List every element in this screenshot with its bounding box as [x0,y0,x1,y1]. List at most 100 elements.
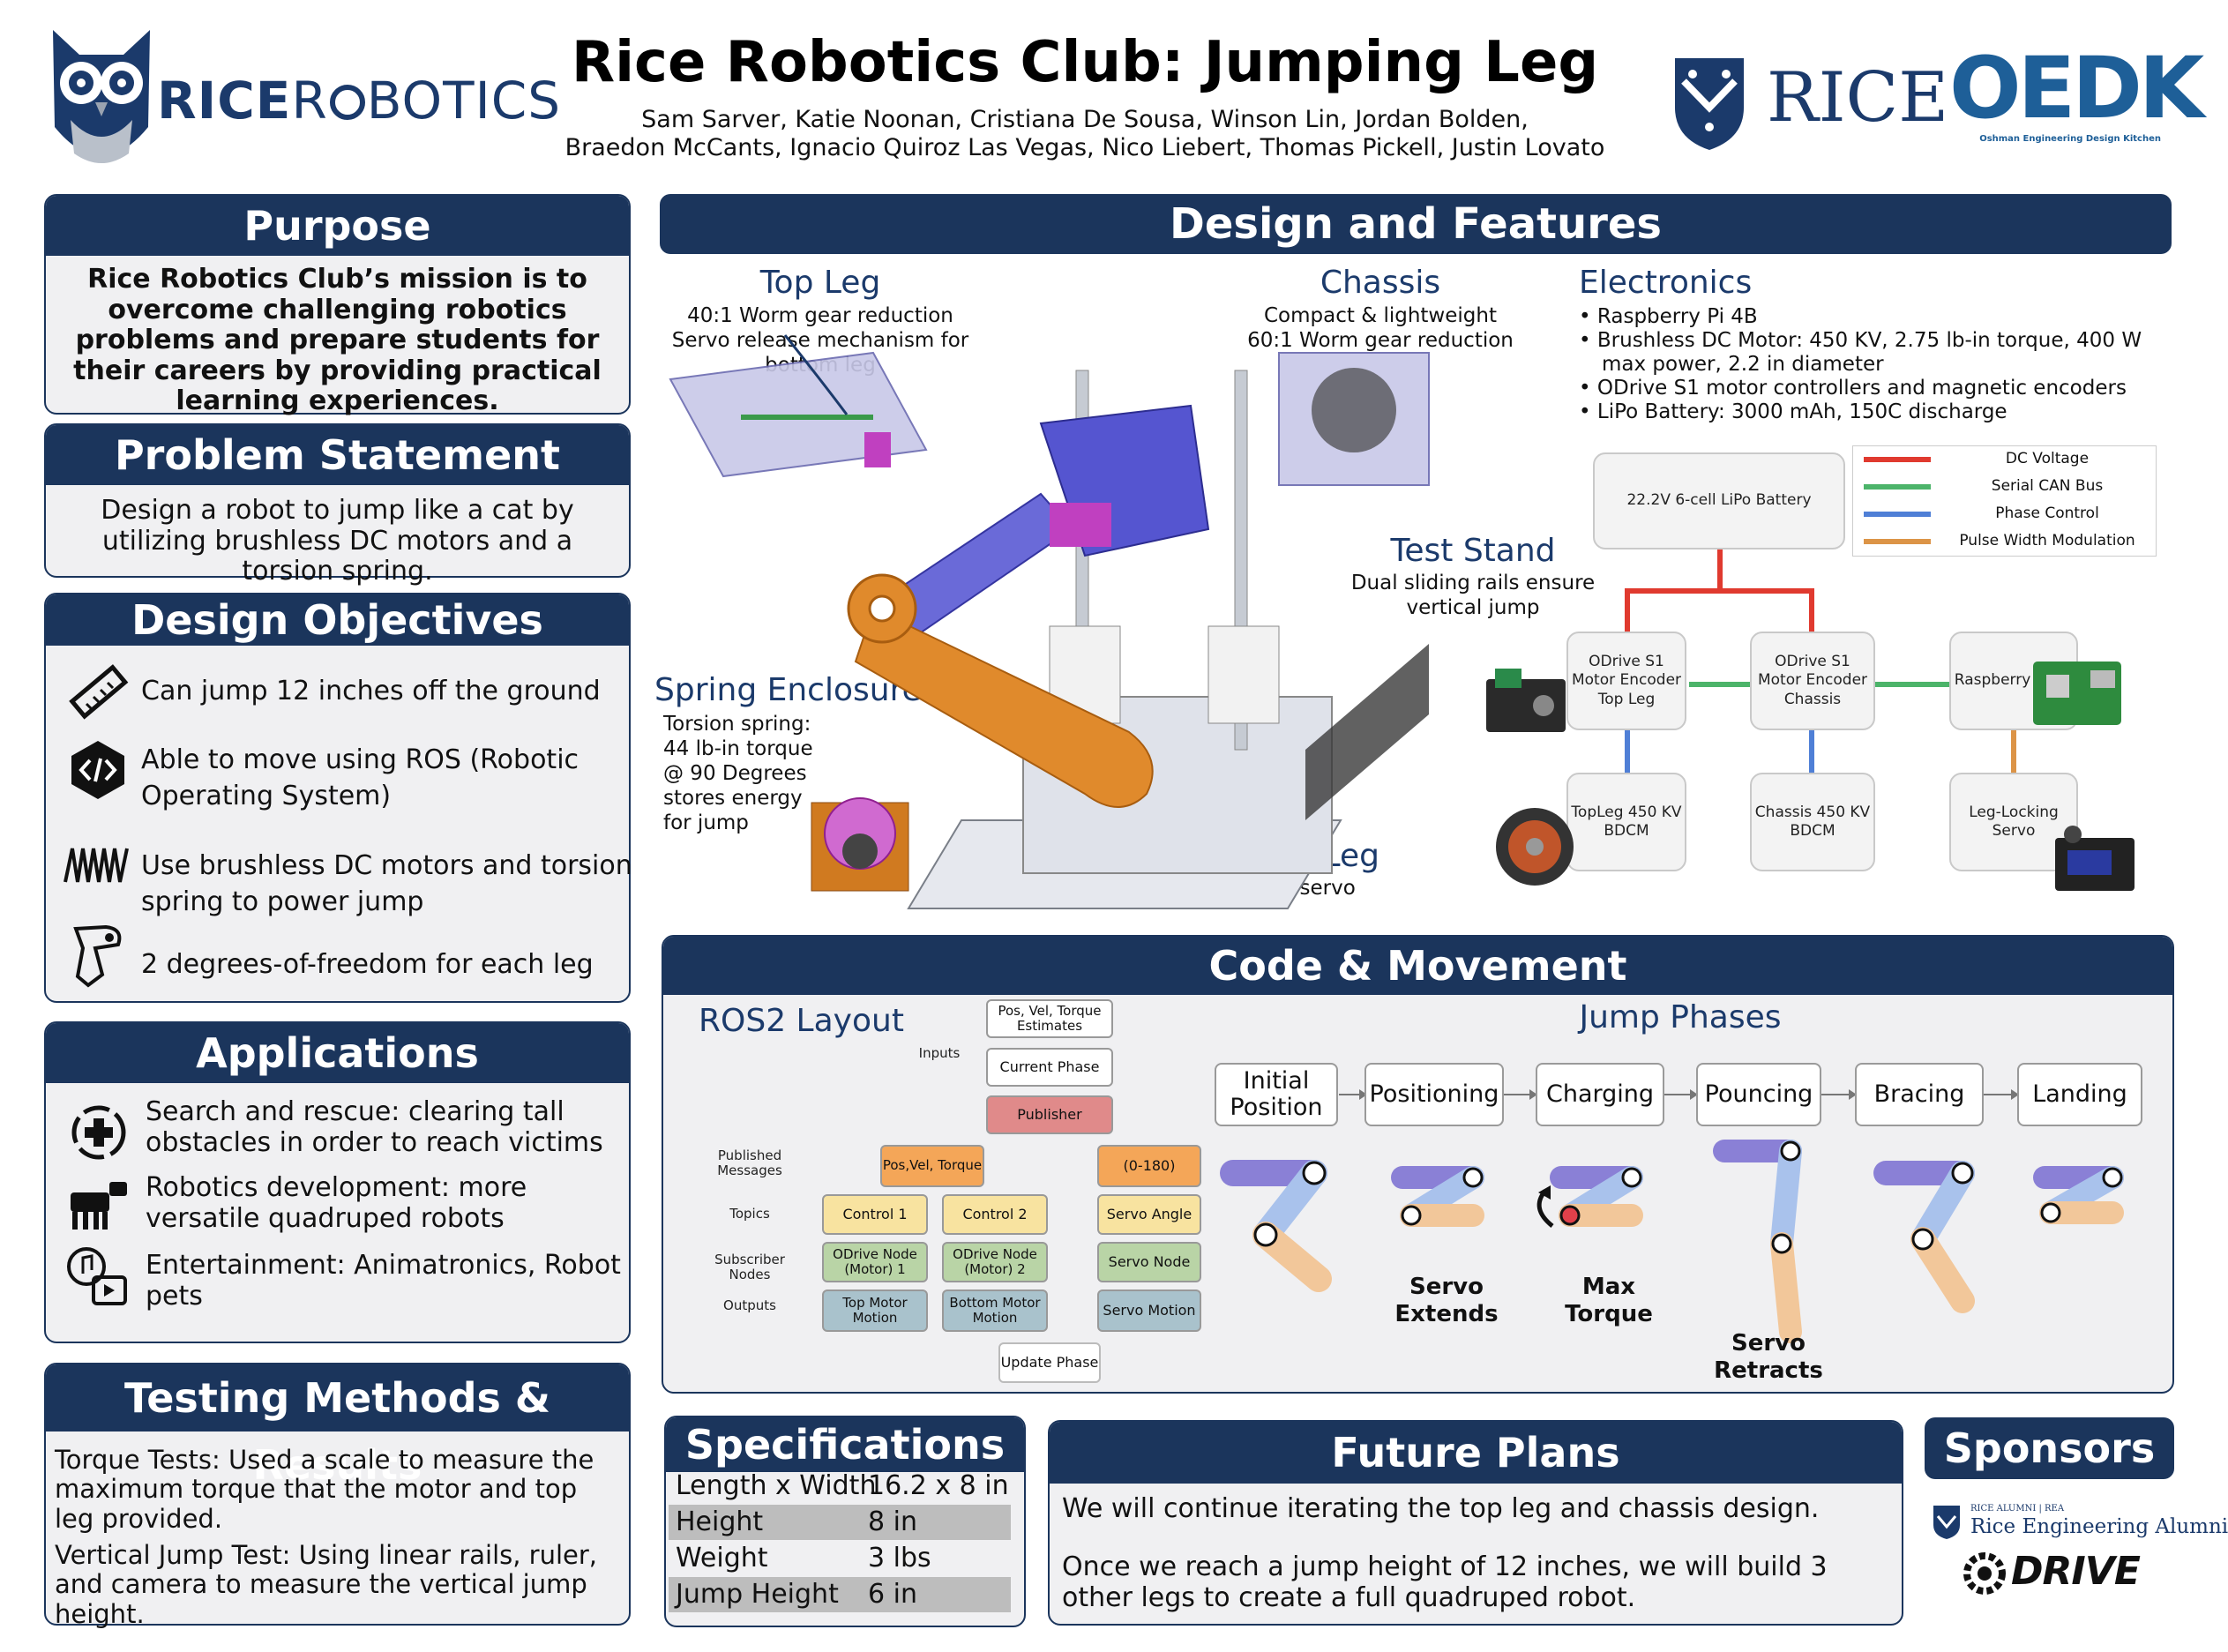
logo-text-r: R [291,71,328,131]
spring-icon [64,848,129,883]
spec-value: 3 lbs [868,1543,931,1574]
wire-phase [1809,730,1814,774]
test-stand-desc-2: vertical jump [1406,596,1540,619]
objectives-title: Design Objectives [46,594,629,646]
spec-label: Height [676,1506,764,1537]
published-messages-label: Published Messages [717,1147,782,1179]
spec-value: 8 in [868,1506,917,1537]
phase-arrow [1664,1089,1698,1100]
servo-motion-box: Servo Motion [1097,1289,1201,1332]
spring-desc-4: stores energy [663,787,803,810]
odrive-chassis-node: ODrive S1 Motor Encoder Chassis [1750,632,1875,730]
specifications-title: Specifications [666,1417,1024,1472]
objective-item: Use brushless DC motors and torsion spri… [141,850,632,917]
oedk-logo: OEDK Oshman Engineering Design Kitchen [1949,46,2204,152]
application-item: Search and rescue: clearing tall obstacl… [146,1096,603,1158]
objective-item: 2 degrees-of-freedom for each leg [141,949,594,980]
odrive-node-1-box: ODrive Node (Motor) 1 [822,1242,928,1282]
chassis-desc-1: Compact & lightweight [1264,304,1497,327]
code-icon [71,741,124,799]
spec-value: 16.2 x 8 in [868,1470,1009,1501]
range-box: (0-180) [1097,1145,1201,1187]
leg-icon [73,924,122,988]
sponsors-title: Sponsors [1925,1417,2174,1479]
objective-item: Able to move using ROS (Robotic Operatin… [141,744,579,811]
phase-box: Pouncing [1696,1063,1821,1126]
max-torque-caption: Max Torque [1565,1274,1653,1328]
drive-sponsor-name: DRIVE [2011,1549,2141,1594]
spec-row: Height 8 in [669,1505,1011,1540]
current-phase-box: Current Phase [986,1048,1113,1087]
phase-box: Bracing [1855,1063,1984,1126]
spring-enclosure-title: Spring Enclosure [654,672,922,708]
purpose-panel: Purpose Rice Robotics Club’s mission is … [44,194,631,416]
spring-desc-1: Torsion spring: [663,713,811,736]
objectives-panel: Design Objectives [44,593,631,1003]
legend-swatch [1864,457,1931,462]
publisher-box: Publisher [986,1095,1113,1134]
phase-arrow [1504,1089,1537,1100]
servo-extends-caption: Servo Extends [1394,1274,1499,1328]
robot-dog-icon [71,1182,127,1230]
servo-node-box: Servo Node [1097,1242,1201,1282]
purpose-text: Rice Robotics Club’s mission is to overc… [73,264,602,416]
legend-label: DC Voltage [2005,450,2090,467]
poster-title: Rice Robotics Club: Jumping Leg [571,30,1599,95]
chassis-title: Chassis [1320,265,1441,301]
jumping-leg-cad-render [669,334,1430,909]
spring-desc-2: 44 lb-in torque [663,737,813,760]
wire-dc [1625,588,1812,594]
leg-pose-illustrations [1220,1140,2124,1343]
authors-line-1: Sam Sarver, Katie Noonan, Cristiana De S… [641,106,1529,133]
spec-label: Length x Width [676,1470,877,1501]
wire-dc [1717,549,1723,591]
servo-retracts-caption: Servo Retracts [1714,1330,1823,1385]
spec-value: 6 in [868,1579,917,1610]
code-title: Code & Movement [663,937,2172,995]
outputs-label: Outputs [723,1297,776,1313]
phase-arrow [1984,1089,2019,1100]
phase-box: Charging [1536,1063,1664,1126]
problem-title: Problem Statement [46,425,629,485]
wire-dc [1625,588,1630,632]
applications-title: Applications [46,1023,629,1083]
testing-panel: Testing Methods & Results Torque Tests: … [44,1363,631,1628]
bottom-motor-motion-box: Bottom Motor Motion [942,1289,1048,1332]
spring-desc-3: @ 90 Degrees [663,762,807,785]
battery-node: 22.2V 6-cell LiPo Battery [1593,452,1845,549]
testing-title: Testing Methods & Results [46,1364,629,1489]
application-item: Entertainment: Animatronics, Robot pets [146,1250,621,1312]
design-title: Design and Features [660,194,2172,254]
problem-panel: Problem Statement Design a robot to jump… [44,423,631,587]
wire-phase [1625,730,1630,774]
servo-motor-icon [2055,826,2135,891]
test-stand-title: Test Stand [1390,533,1556,569]
future-plans-panel: Future Plans We will continue iterating … [1048,1420,1903,1626]
top-leg-title: Top Leg [759,265,881,301]
electronics-bullet: • ODrive S1 motor controllers and magnet… [1579,377,2127,400]
topleg-motor-node: TopLeg 450 KV BDCM [1566,773,1686,871]
legend-swatch [1864,539,1931,544]
legend-swatch [1864,484,1931,490]
wire-can [1874,682,1952,687]
medical-cross-icon [71,1105,126,1160]
spring-desc-5: for jump [663,811,749,834]
objective-item: Can jump 12 inches off the ground [141,676,601,706]
purpose-title: Purpose [46,196,629,256]
spec-label: Weight [676,1543,768,1574]
logo-gear-o [329,85,365,120]
future-plans-text-2: Once we reach a jump height of 12 inches… [1062,1551,1828,1613]
electronics-bullet: • Brushless DC Motor: 450 KV, 2.75 lb-in… [1579,329,2142,352]
top-leg-desc-1: 40:1 Worm gear reduction [687,304,953,327]
pos-vel-torque-box: Pos,Vel, Torque [880,1145,984,1187]
problem-text: Design a robot to jump like a cat by uti… [101,495,574,587]
raspberry-pi-icon [2033,662,2121,725]
applications-panel: Applications [44,1021,631,1343]
phase-box: Landing [2017,1063,2142,1126]
phase-arrow [1339,1089,1367,1100]
media-icon [67,1247,127,1305]
chassis-desc-2: 60:1 Worm gear reduction [1247,329,1514,352]
wire-can [1689,682,1751,687]
topics-label: Topics [729,1206,770,1222]
